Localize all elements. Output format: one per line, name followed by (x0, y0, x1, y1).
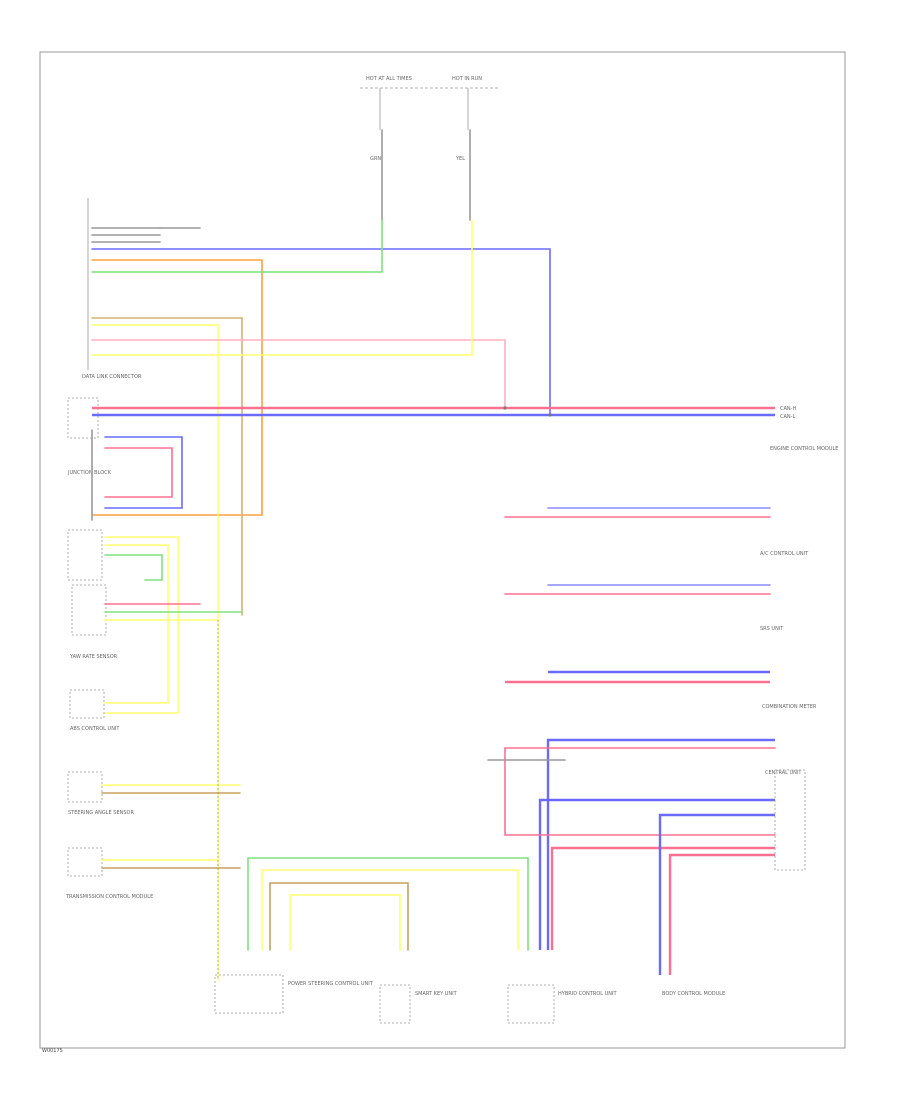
fuse-box-right-label: HOT IN RUN (452, 76, 482, 82)
steering-sensor-label: STEERING ANGLE SENSOR (68, 810, 134, 816)
tcm-label: TRANSMISSION CONTROL MODULE (65, 894, 153, 900)
ac-unit-wires: A/C CONTROL UNIT (504, 507, 809, 557)
data-link-label: DATA LINK CONNECTOR (82, 374, 142, 380)
hybrid-label: HYBRID CONTROL UNIT (558, 991, 618, 997)
hybrid-box (507, 984, 555, 1024)
smart-key-label: SMART KEY UNIT (415, 991, 458, 997)
junction-label: JUNCTION BLOCK (67, 470, 112, 476)
srs-unit-label: SRS UNIT (760, 626, 784, 632)
canh-label-1: CAN-H (780, 406, 796, 412)
srs-unit-wires: SRS UNIT (504, 584, 784, 632)
wire-label-yel-top: YEL (455, 156, 465, 162)
yaw-sensor-label: YAW RATE SENSOR (69, 654, 118, 660)
power-steering-box (214, 974, 284, 1014)
abs-box (69, 689, 105, 719)
steering-angle-box (67, 771, 103, 803)
left-box-1 (67, 397, 99, 439)
lower-left-sensor-box (67, 847, 103, 877)
diagram-frame (39, 51, 846, 1049)
smart-key-box (379, 984, 411, 1024)
abs-label: ABS CONTROL UNIT (70, 726, 120, 732)
canl-label-1: CAN-L (780, 414, 795, 420)
central-unit-box (774, 769, 806, 871)
central-unit-label: CENTRAL UNIT (765, 770, 802, 776)
fuse-box-left-label: HOT AT ALL TIMES (366, 76, 412, 82)
power-steering-label: POWER STEERING CONTROL UNIT (288, 981, 374, 987)
data-link-connector: DATA LINK CONNECTOR (82, 198, 142, 380)
yaw-sensor-box (71, 584, 107, 636)
fuse-box-right: HOT IN RUN (430, 76, 500, 130)
fuse-box-left: HOT AT ALL TIMES (360, 76, 430, 130)
combination-meter-wires: COMBINATION METER (505, 670, 817, 710)
bcm-label: BODY CONTROL MODULE (662, 991, 725, 997)
wire-label-grn-top: GRN (370, 156, 381, 162)
combination-meter-label: COMBINATION METER (762, 704, 817, 710)
ac-unit-label: A/C CONTROL UNIT (760, 551, 809, 557)
steering-sensor-box (67, 529, 103, 581)
ecm-label: ENGINE CONTROL MODULE (770, 446, 838, 452)
diagram-footer-id: W00175 (42, 1048, 63, 1054)
